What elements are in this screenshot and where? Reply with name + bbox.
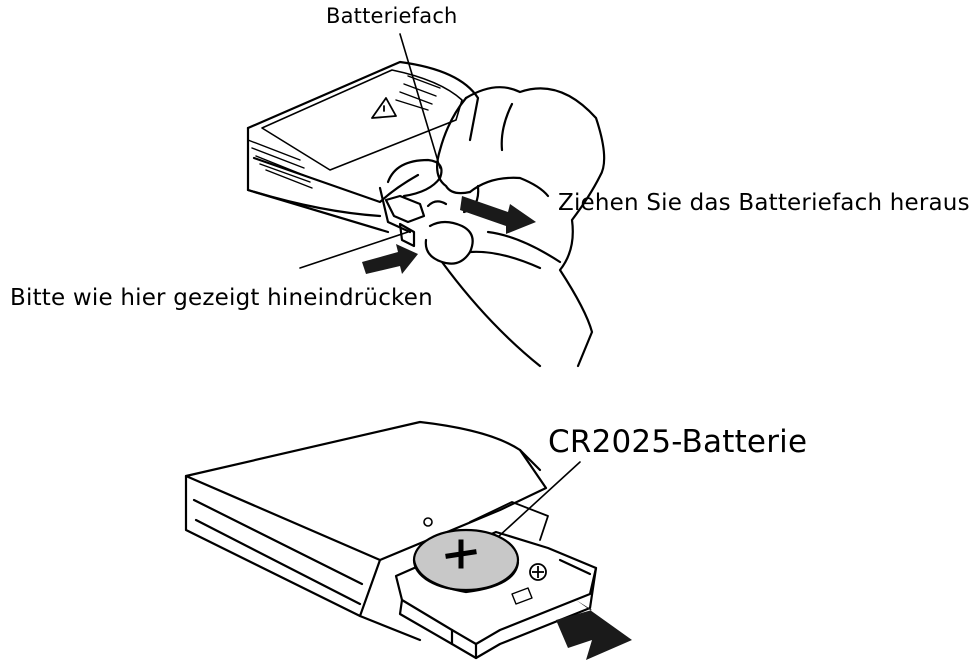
remote-control-bottom-view — [184, 420, 549, 642]
label-battery-type: CR2025-Batterie — [548, 424, 808, 460]
label-press-in: Bitte wie hier gezeigt hineindrücken — [10, 285, 433, 311]
tray-plus-icon — [529, 563, 547, 581]
label-battery-compartment: Batteriefach — [326, 4, 458, 28]
label-pull-out: Ziehen Sie das Batteriefach heraus — [558, 190, 970, 216]
hand-illustration — [424, 86, 606, 368]
remote-control-top-view — [246, 60, 480, 234]
leader-line-compartment — [399, 33, 441, 169]
cr2025-battery — [412, 528, 520, 594]
leader-line-battery — [485, 461, 581, 549]
pull-arrow-icon — [460, 196, 536, 234]
leader-line-press — [299, 231, 409, 269]
push-arrow-icon — [362, 244, 418, 274]
tray-latch — [384, 194, 448, 248]
push-in-arrow-icon — [556, 600, 632, 660]
battery-tray — [394, 530, 598, 660]
battery-plus-icon — [445, 539, 477, 569]
warning-triangle-icon — [371, 97, 397, 119]
